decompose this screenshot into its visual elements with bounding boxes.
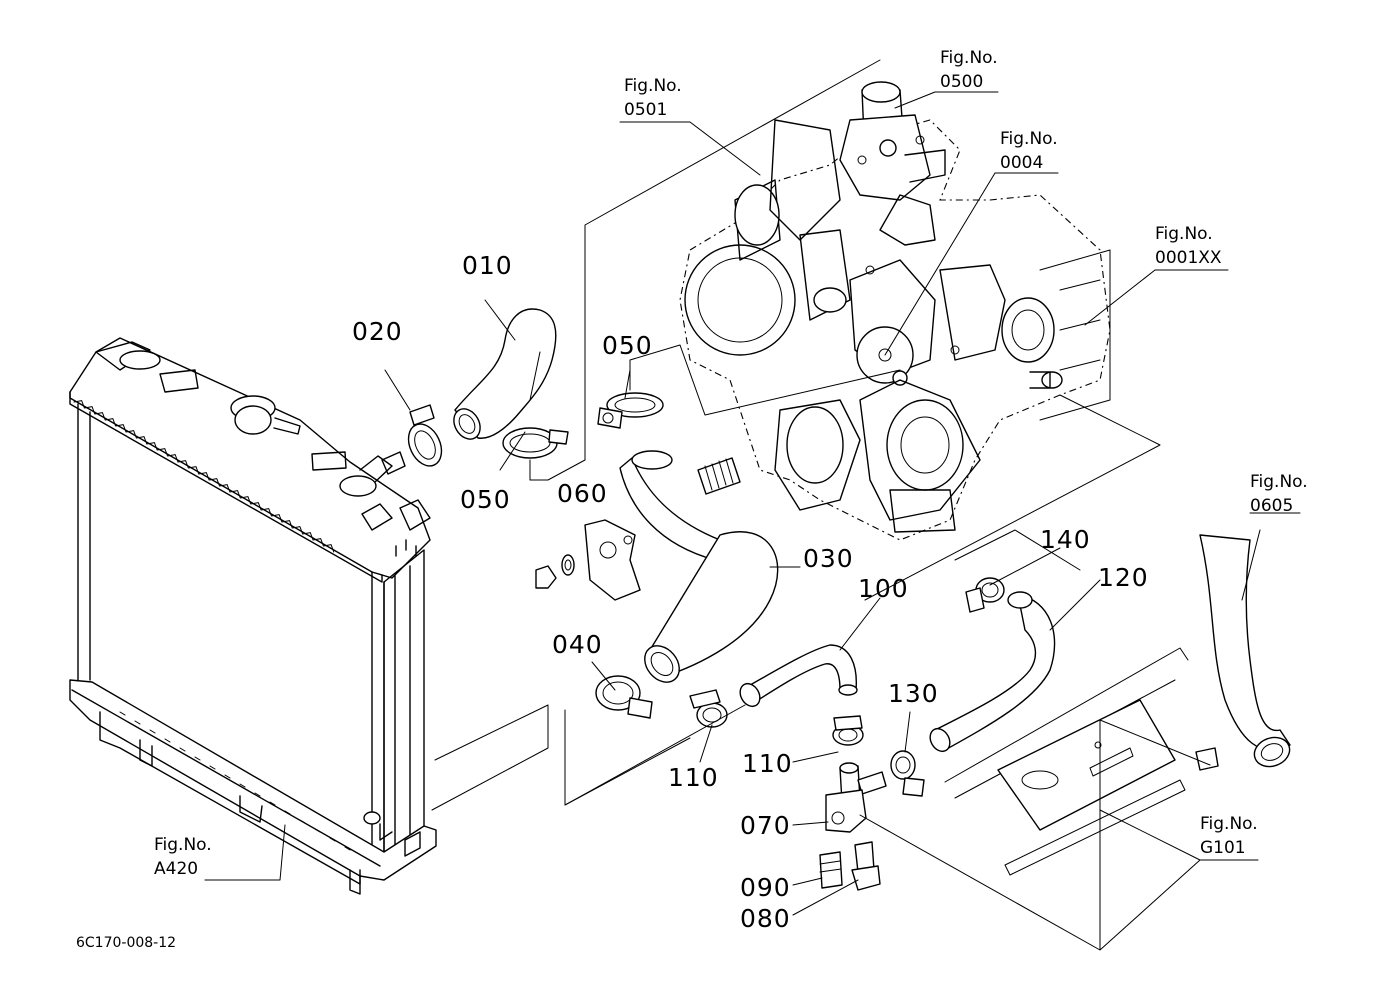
part-label-040: 040 — [552, 630, 603, 659]
fig-ref-0001xx-prefix: Fig.No. — [1155, 224, 1213, 244]
hose-120 — [929, 591, 1056, 753]
part-label-100: 100 — [858, 574, 909, 603]
lower-hose-030 — [619, 450, 779, 683]
fig-ref-0500-prefix: Fig.No. — [940, 48, 998, 68]
fig-ref-0501: Fig.No. 0501 — [624, 74, 682, 122]
fig-ref-0501-number: 0501 — [624, 100, 668, 120]
part-label-050-top: 050 — [602, 331, 653, 360]
part-label-050-left: 050 — [460, 485, 511, 514]
joint-070 — [825, 762, 887, 833]
hose-clamp-020 — [381, 404, 443, 475]
part-label-030: 030 — [803, 544, 854, 573]
hose-clamp-130 — [890, 750, 925, 797]
fig-ref-a420-number: A420 — [154, 859, 199, 879]
fig-ref-0605-prefix: Fig.No. — [1250, 472, 1308, 492]
hose-clamp-050-top — [597, 392, 664, 429]
hose-clamp-110-right — [832, 715, 864, 746]
part-label-070: 070 — [740, 811, 791, 840]
part-label-140: 140 — [1040, 525, 1091, 554]
fig-ref-a420-prefix: Fig.No. — [154, 835, 212, 855]
part-label-010: 010 — [462, 251, 513, 280]
part-label-120: 120 — [1098, 563, 1149, 592]
drain-cock-080 — [851, 841, 881, 891]
fig-ref-0004-number: 0004 — [1000, 153, 1044, 173]
leader-lines — [204, 59, 1301, 951]
bypass-hose-100 — [739, 644, 858, 708]
part-label-110-left: 110 — [668, 763, 719, 792]
drain-plug-090 — [819, 851, 843, 889]
part-label-060: 060 — [557, 479, 608, 508]
fig-ref-a420: Fig.No. A420 — [154, 833, 212, 881]
fig-ref-0501-prefix: Fig.No. — [624, 76, 682, 96]
engine-block — [679, 81, 1111, 541]
fig-ref-0001xx: Fig.No. 0001XX — [1155, 222, 1222, 270]
fig-ref-g101-prefix: Fig.No. — [1200, 814, 1258, 834]
fig-ref-0004: Fig.No. 0004 — [1000, 127, 1058, 175]
bracket-060 — [535, 519, 641, 601]
part-label-110-right: 110 — [742, 749, 793, 778]
drawing-code: 6C170-008-12 — [76, 935, 177, 951]
part-label-090: 090 — [740, 873, 791, 902]
fig-ref-g101-number: G101 — [1200, 838, 1246, 858]
fig-ref-0605-number: 0605 — [1250, 496, 1294, 516]
fig-ref-0500: Fig.No. 0500 — [940, 46, 998, 94]
hose-clamp-140 — [965, 577, 1005, 613]
hose-clamp-040 — [595, 675, 653, 719]
fig-ref-0001xx-number: 0001XX — [1155, 248, 1222, 268]
fig-ref-0500-number: 0500 — [940, 72, 984, 92]
upper-radiator-hose — [453, 308, 557, 440]
part-label-080: 080 — [740, 904, 791, 933]
radiator — [69, 337, 437, 895]
hose-clamp-050-left — [502, 427, 569, 459]
fig-ref-0605: Fig.No. 0605 — [1250, 470, 1308, 518]
hose-clamp-110-left — [689, 689, 728, 728]
bracket-plate-g101 — [944, 647, 1189, 876]
fig-ref-g101: Fig.No. G101 — [1200, 812, 1258, 860]
fig-ref-0004-prefix: Fig.No. — [1000, 129, 1058, 149]
hose-0605 — [1195, 534, 1291, 771]
part-label-020: 020 — [352, 317, 403, 346]
part-label-130: 130 — [888, 679, 939, 708]
